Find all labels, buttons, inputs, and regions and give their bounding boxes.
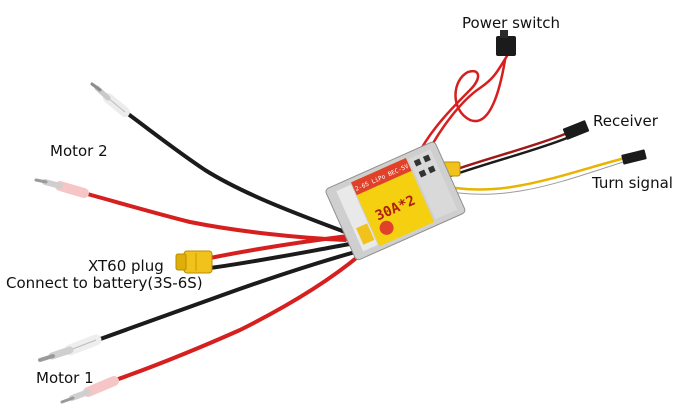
label-motor1: Motor 1 (36, 369, 94, 387)
turn-signal-wire (439, 149, 647, 195)
power-switch-wire (416, 30, 516, 160)
receiver-wire (439, 120, 590, 181)
label-power-switch: Power switch (462, 14, 561, 32)
power-switch-connector (496, 36, 516, 56)
label-turn-signal: Turn signal (592, 174, 673, 192)
label-xt60-plug: XT60 plug (88, 257, 164, 275)
turn-signal-connector (621, 149, 647, 165)
xt60-plug (175, 250, 213, 274)
label-connect-battery: Connect to battery(3S-6S) (6, 274, 203, 292)
xt60-battery-leads (208, 234, 352, 270)
motor2-red-wire (34, 178, 347, 242)
receiver-connector (562, 120, 590, 140)
label-receiver: Receiver (593, 112, 658, 130)
motor1-black-wire (38, 250, 357, 362)
label-motor2: Motor 2 (50, 142, 108, 160)
motor1-red-wire (60, 253, 362, 404)
motor2-black-wire (90, 82, 347, 234)
